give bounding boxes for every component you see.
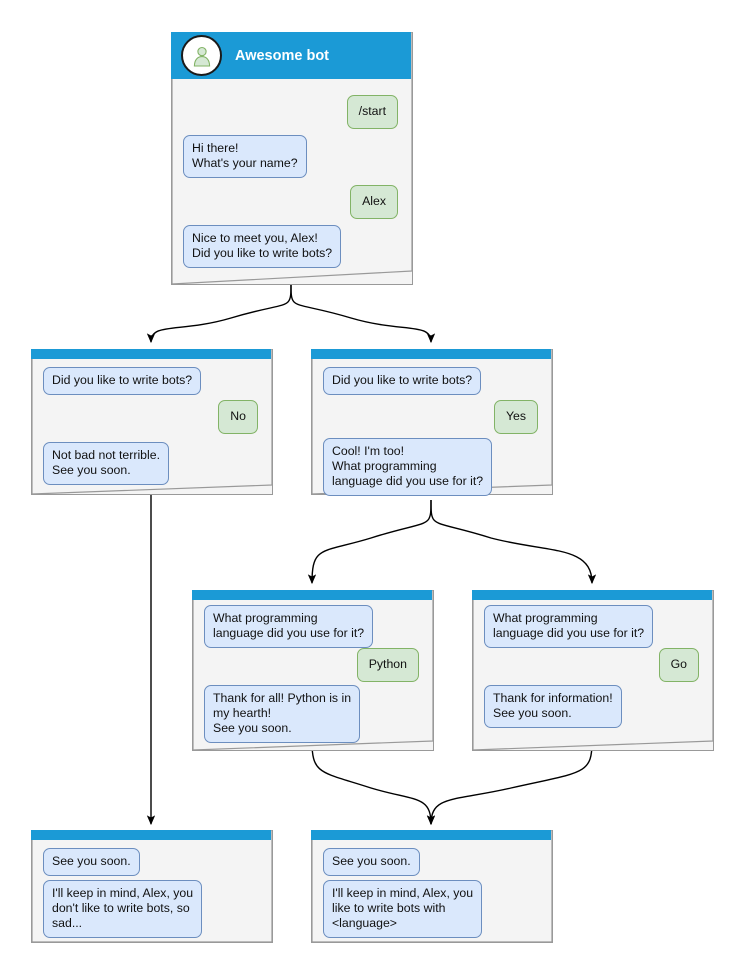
card-header-bar (311, 830, 551, 840)
connector-python-to-end-yes (311, 741, 436, 826)
chat-card-root[interactable]: Awesome bot /start Hi there! What's your… (171, 32, 413, 285)
message-bot[interactable]: Nice to meet you, Alex! Did you like to … (183, 225, 342, 268)
card-body-go: What programming language did you use fo… (472, 600, 712, 750)
connector-root-to-no (146, 282, 292, 344)
card-body-end-yes: See you soon. I'll keep in mind, Alex, y… (311, 840, 551, 942)
card-header-bar (472, 590, 712, 600)
card-body-end-no: See you soon. I'll keep in mind, Alex, y… (31, 840, 271, 942)
message-user[interactable]: Yes (493, 400, 538, 434)
message-prompt[interactable]: See you soon. (43, 848, 140, 876)
chat-card-answer-no[interactable]: Did you like to write bots? No Not bad n… (31, 349, 273, 495)
message-prompt[interactable]: See you soon. (323, 848, 420, 876)
card-header-bar (31, 830, 271, 840)
message-bot[interactable]: I'll keep in mind, Alex, you don't like … (43, 880, 203, 938)
message-user[interactable]: Go (658, 648, 699, 682)
card-body-python: What programming language did you use fo… (192, 600, 432, 750)
chat-card-language-go[interactable]: What programming language did you use fo… (472, 590, 714, 751)
message-user[interactable]: /start (346, 95, 398, 129)
message-prompt[interactable]: Did you like to write bots? (43, 367, 202, 395)
message-bot[interactable]: Thank for all! Python is in my hearth! S… (204, 685, 361, 743)
chat-card-answer-yes[interactable]: Did you like to write bots? Yes Cool! I'… (311, 349, 553, 496)
message-bot[interactable]: Hi there! What's your name? (183, 135, 307, 178)
card-body-root: /start Hi there! What's your name? Alex … (171, 79, 411, 284)
message-bot[interactable]: Thank for information! See you soon. (484, 685, 622, 728)
message-prompt[interactable]: What programming language did you use fo… (484, 605, 654, 648)
card-body-answer-yes: Did you like to write bots? Yes Cool! I'… (311, 359, 551, 496)
chat-card-language-python[interactable]: What programming language did you use fo… (192, 590, 434, 751)
card-header-bar (192, 590, 432, 600)
connector-go-to-end-yes (426, 741, 593, 826)
message-user[interactable]: Python (356, 648, 419, 682)
card-header-root: Awesome bot (171, 32, 411, 79)
chat-card-end-yes[interactable]: See you soon. I'll keep in mind, Alex, y… (311, 830, 553, 943)
message-user[interactable]: Alex (350, 185, 398, 219)
person-avatar-icon (181, 35, 222, 76)
connector-yes-to-go (430, 499, 597, 585)
bot-title: Awesome bot (235, 47, 330, 64)
card-header-bar (31, 349, 271, 359)
card-body-answer-no: Did you like to write bots? No Not bad n… (31, 359, 271, 494)
connector-root-to-yes (290, 282, 436, 344)
chat-card-end-no[interactable]: See you soon. I'll keep in mind, Alex, y… (31, 830, 273, 943)
message-prompt[interactable]: What programming language did you use fo… (204, 605, 374, 648)
message-prompt[interactable]: Did you like to write bots? (323, 367, 482, 395)
message-bot[interactable]: Not bad not terrible. See you soon. (43, 442, 170, 485)
message-user[interactable]: No (218, 400, 258, 434)
card-header-bar (311, 349, 551, 359)
message-bot[interactable]: I'll keep in mind, Alex, you like to wri… (323, 880, 483, 938)
message-bot[interactable]: Cool! I'm too! What programming language… (323, 438, 493, 496)
connector-yes-to-python (307, 499, 432, 585)
